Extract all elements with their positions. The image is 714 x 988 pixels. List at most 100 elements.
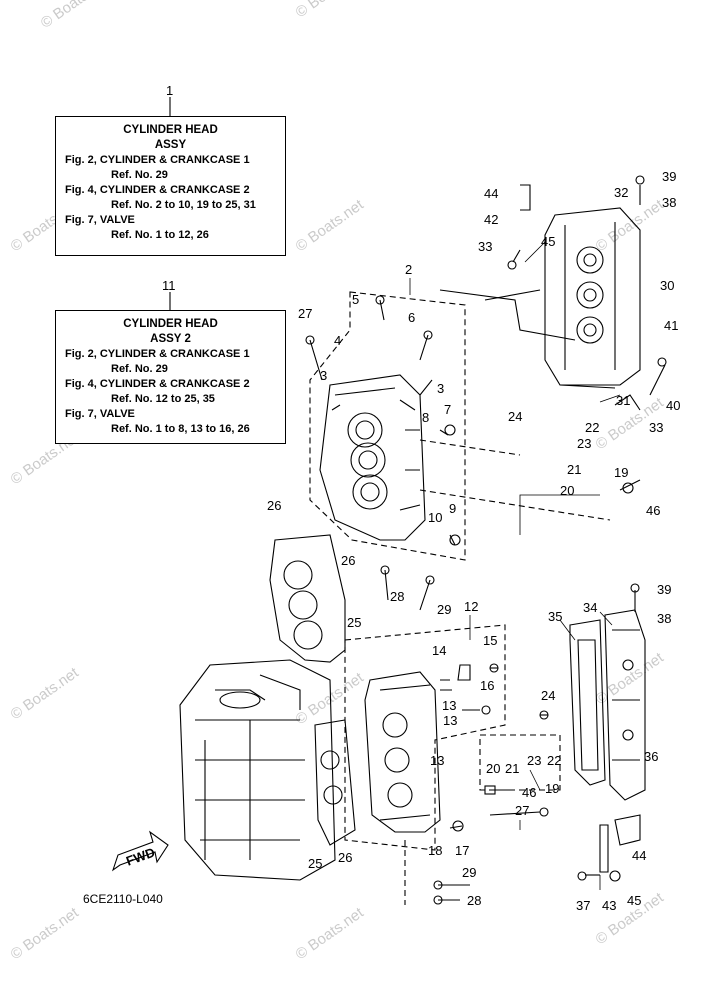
callout: 24	[508, 409, 522, 424]
callouts: 1 11 2 3 3 4 5 6 7 8 9 10 12 13 13 13 14…	[162, 83, 680, 913]
callout: 25	[347, 615, 361, 630]
cylinder-block	[179, 659, 336, 881]
callout: 21	[567, 462, 581, 477]
diagram-code: 6CE2110-L040	[83, 892, 163, 906]
watermark: © Boats.net	[293, 669, 368, 728]
callout: 31	[616, 393, 630, 408]
callout: 19	[614, 465, 628, 480]
watermark: © Boats.net	[293, 904, 368, 963]
assy-title: CYLINDER HEAD	[123, 318, 218, 330]
callout: 13	[430, 753, 444, 768]
callout: 15	[483, 633, 497, 648]
callout: 33	[649, 420, 663, 435]
watermark: © Boats.net	[293, 0, 368, 21]
callout: 9	[449, 501, 456, 516]
assy-ref-line: Fig. 4, CYLINDER & CRANKCASE 2	[65, 378, 250, 390]
cover-upper	[544, 207, 641, 389]
callout: 30	[660, 278, 674, 293]
assy-ref-line: Fig. 4, CYLINDER & CRANKCASE 2	[65, 184, 250, 196]
callout: 20	[486, 761, 500, 776]
assy-box-1: CYLINDER HEAD ASSY Fig. 2, CYLINDER & CR…	[55, 116, 286, 256]
watermark: © Boats.net	[293, 196, 368, 255]
assy-subtitle: ASSY	[154, 139, 187, 151]
callout: 44	[632, 848, 646, 863]
callout: 42	[484, 212, 498, 227]
cover-lower	[604, 609, 646, 801]
gasket-upper	[269, 534, 346, 663]
leader-lines	[409, 241, 621, 890]
callout: 36	[644, 749, 658, 764]
assy-title: CYLINDER HEAD	[123, 124, 218, 136]
callout: 3	[320, 368, 327, 383]
fasteners	[305, 175, 667, 905]
callout: 7	[444, 402, 451, 417]
callout: 5	[352, 292, 359, 307]
callout: 21	[505, 761, 519, 776]
callout: 11	[162, 278, 176, 293]
callout: 33	[478, 239, 492, 254]
callout: 22	[585, 420, 599, 435]
callout: 25	[308, 856, 322, 871]
watermark: © Boats.net	[8, 664, 83, 723]
callout: 39	[657, 582, 671, 597]
callout: 13	[442, 698, 456, 713]
callout: 38	[662, 195, 676, 210]
callout: 3	[437, 381, 444, 396]
callout: 26	[267, 498, 281, 513]
callout: 40	[666, 398, 680, 413]
gasket-lower	[314, 719, 356, 846]
callout: 39	[662, 169, 676, 184]
callout: 45	[541, 234, 555, 249]
callout: 4	[334, 333, 341, 348]
callout: 1	[166, 83, 173, 98]
callout: 8	[422, 410, 429, 425]
callout: 35	[548, 609, 562, 624]
assy-ref-line: Ref. No. 29	[111, 363, 168, 375]
callout: 13	[443, 713, 457, 728]
gasket-35	[569, 619, 606, 786]
watermark: © Boats.net	[593, 196, 668, 255]
callout: 12	[464, 599, 478, 614]
assy-ref-line: Ref. No. 1 to 8, 13 to 16, 26	[111, 423, 250, 435]
callout: 22	[547, 753, 561, 768]
callout: 44	[484, 186, 498, 201]
callout: 27	[515, 803, 529, 818]
callout: 24	[541, 688, 555, 703]
callout: 14	[432, 643, 446, 658]
assy-subtitle: ASSY 2	[150, 333, 191, 345]
callout: 32	[614, 185, 628, 200]
callout: 26	[341, 553, 355, 568]
fwd-label: FWD	[124, 844, 157, 868]
callout: 38	[657, 611, 671, 626]
callout: 29	[437, 602, 451, 617]
assy-ref-line: Fig. 2, CYLINDER & CRANKCASE 1	[65, 348, 250, 360]
callout: 29	[462, 865, 476, 880]
callout: 20	[560, 483, 574, 498]
callout: 27	[298, 306, 312, 321]
callout: 41	[664, 318, 678, 333]
callout: 34	[583, 600, 597, 615]
assy-ref-line: Ref. No. 29	[111, 169, 168, 181]
cylinder-head-upper	[319, 374, 426, 541]
assy-ref-line: Ref. No. 2 to 10, 19 to 25, 31	[111, 199, 256, 211]
callout: 46	[646, 503, 660, 518]
watermark: © Boats.net	[593, 649, 668, 708]
callout: 43	[602, 898, 616, 913]
callout: 37	[576, 898, 590, 913]
watermark: © Boats.net	[38, 0, 113, 32]
cylinder-head-lower	[364, 671, 441, 833]
watermark: © Boats.net	[8, 904, 83, 963]
callout: 16	[480, 678, 494, 693]
fwd-arrow	[111, 830, 169, 872]
callout: 46	[522, 785, 536, 800]
callout: 28	[390, 589, 404, 604]
callout: 6	[408, 310, 415, 325]
callout: 45	[627, 893, 641, 908]
assy-ref-line: Fig. 7, VALVE	[65, 408, 135, 420]
callout: 26	[338, 850, 352, 865]
callout: 28	[467, 893, 481, 908]
callout: 23	[527, 753, 541, 768]
assy-ref-line: Ref. No. 12 to 25, 35	[111, 393, 215, 405]
callout: 2	[405, 262, 412, 277]
